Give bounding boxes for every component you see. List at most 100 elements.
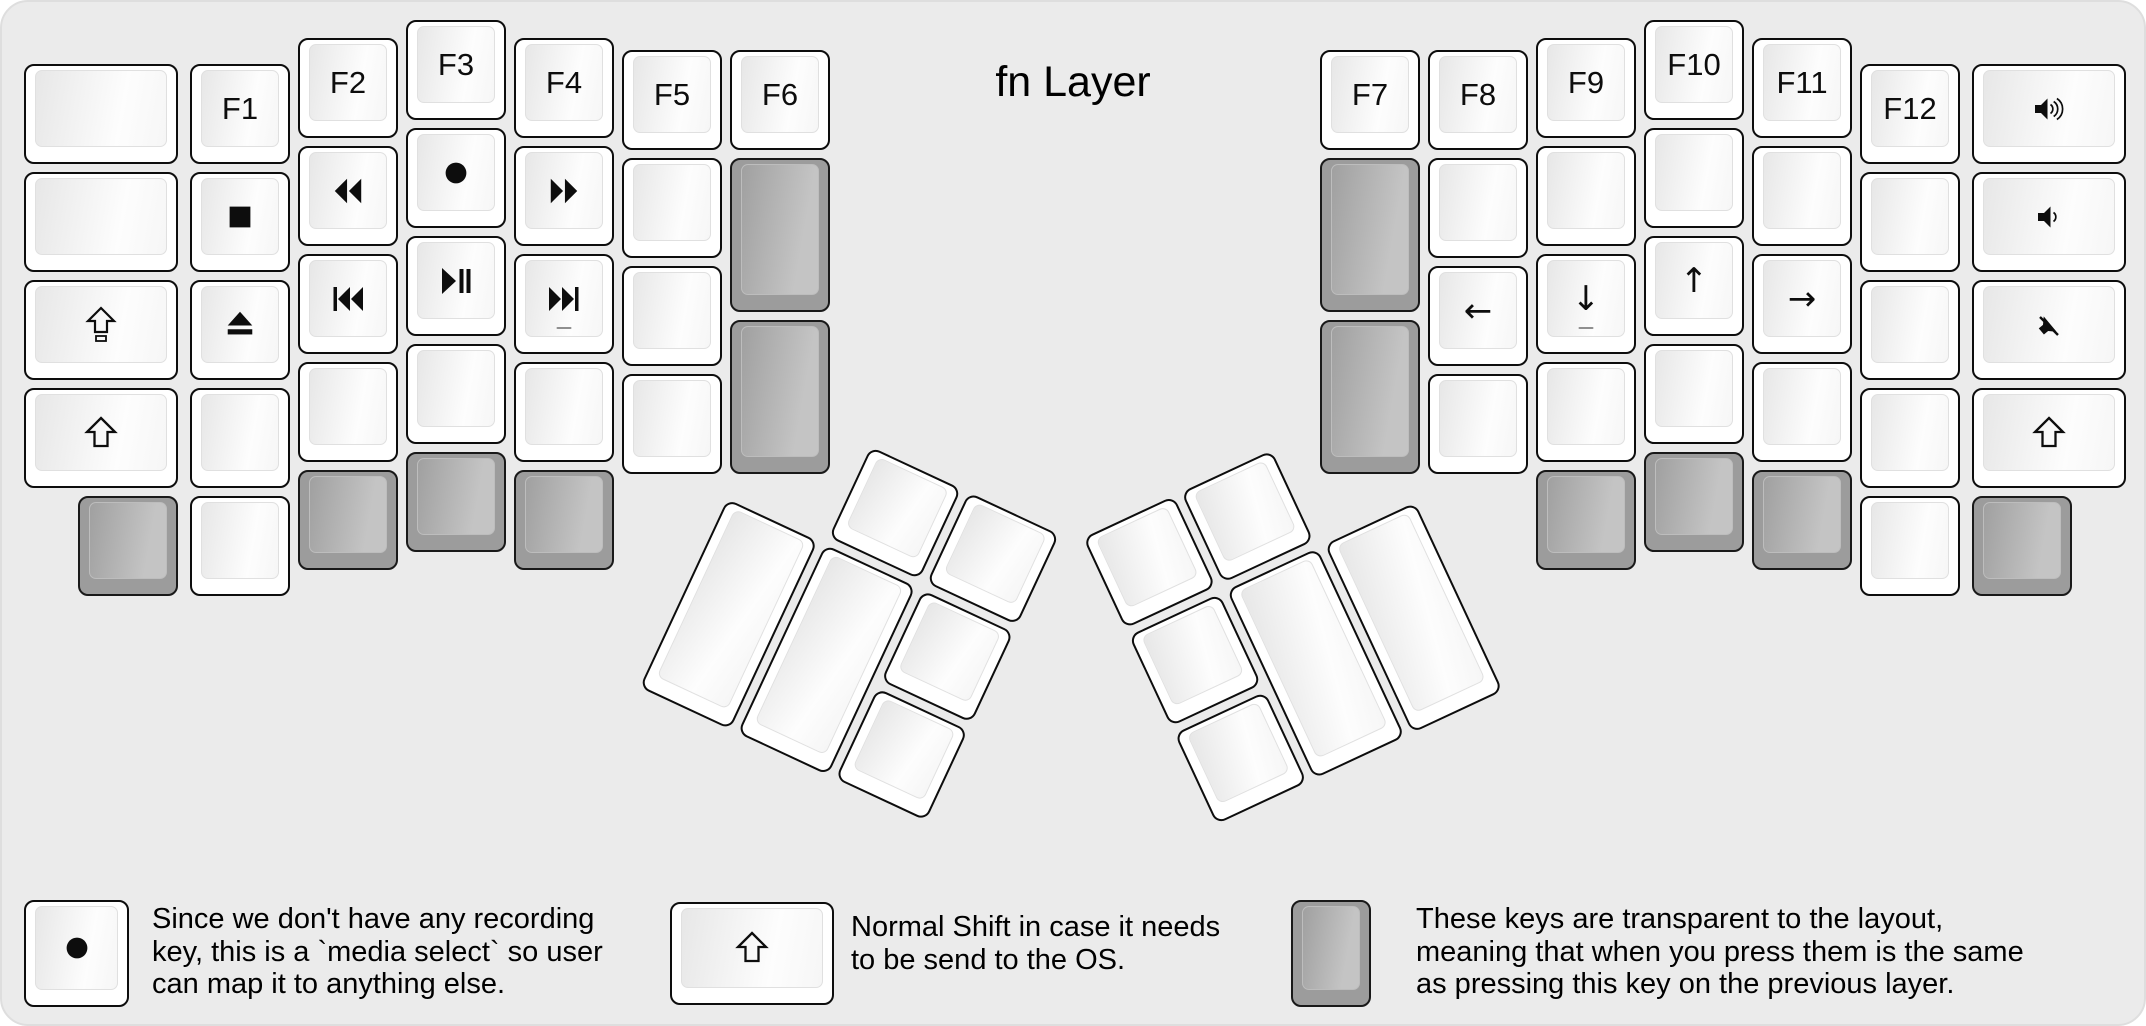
key-blank-l-r4c4[interactable] (514, 362, 614, 462)
keycap-surface (201, 178, 279, 255)
key-record[interactable] (406, 128, 506, 228)
legend-key-transparent[interactable] (1291, 900, 1371, 1007)
keycap-surface (201, 286, 279, 363)
key-transparent-r-bottom-2[interactable] (1752, 470, 1852, 570)
shift-icon (2031, 415, 2067, 451)
key-f6[interactable]: F6 (730, 50, 830, 150)
key-label: F2 (329, 64, 367, 100)
key-arrow-down[interactable]: ↓ (1536, 254, 1636, 354)
key-blank-r-r4c5[interactable] (1860, 388, 1960, 488)
key-arrow-left[interactable]: ← (1428, 266, 1528, 366)
key-blank-r-r2c2[interactable] (1536, 146, 1636, 246)
keycap-surface (1302, 906, 1360, 990)
legend-line: meaning that when you press them is the … (1416, 935, 2024, 968)
keycap-surface: F3 (417, 26, 495, 103)
key-f12[interactable]: F12 (1860, 64, 1960, 164)
keycap-surface (417, 134, 495, 211)
legend-key-shift[interactable] (670, 902, 834, 1005)
keycap-surface (741, 164, 819, 295)
keycap-surface (35, 906, 118, 990)
key-blank-r-r2c5[interactable] (1860, 172, 1960, 272)
key-shift-right[interactable] (1972, 388, 2126, 488)
key-prev-track[interactable] (298, 254, 398, 354)
key-blank-r-r4c3[interactable] (1644, 344, 1744, 444)
key-blank-l-r4c2[interactable] (298, 362, 398, 462)
key-transparent-r-bottom-1[interactable] (1644, 452, 1744, 552)
key-label: F3 (437, 46, 475, 82)
key-fast-forward[interactable] (514, 146, 614, 246)
key-volume-up[interactable] (1972, 64, 2126, 164)
rewind-icon (331, 174, 365, 208)
key-blank-r-r4c4[interactable] (1752, 362, 1852, 462)
keycap-surface: F7 (1331, 56, 1409, 133)
key-transparent-l-tall-1[interactable] (730, 158, 830, 312)
keycap-surface: F12 (1871, 70, 1949, 147)
key-label: F4 (545, 64, 583, 100)
key-blank-l-r4c1[interactable] (190, 388, 290, 488)
key-arrow-right[interactable]: → (1752, 254, 1852, 354)
key-f10[interactable]: F10 (1644, 20, 1744, 120)
key-transparent-l-tall-2[interactable] (730, 320, 830, 474)
key-transparent-r-tall-1[interactable] (1320, 158, 1420, 312)
key-f7[interactable]: F7 (1320, 50, 1420, 150)
legend-line: Since we don't have any recording (152, 903, 595, 935)
key-caps-shift[interactable] (24, 280, 178, 380)
key-f1[interactable]: F1 (190, 64, 290, 164)
key-blank-r-r2c3[interactable] (1644, 128, 1744, 228)
key-f3[interactable]: F3 (406, 20, 506, 120)
key-label: F10 (1667, 46, 1721, 82)
key-mute[interactable] (1972, 280, 2126, 380)
legend-transparent-text: These keys are transparent to the layout… (1416, 903, 2024, 1001)
key-f8[interactable]: F8 (1428, 50, 1528, 150)
keycap-surface: → (1763, 260, 1841, 337)
key-volume-down[interactable] (1972, 172, 2126, 272)
keycap-surface (525, 152, 603, 229)
key-transparent-l-bottom-2[interactable] (298, 470, 398, 570)
key-blank-l-r2c5[interactable] (622, 158, 722, 258)
key-blank-r-bottom-3[interactable] (1860, 496, 1960, 596)
key-rewind[interactable] (298, 146, 398, 246)
key-transparent-r-bottom-0[interactable] (1536, 470, 1636, 570)
key-f4[interactable]: F4 (514, 38, 614, 138)
keycap-surface (525, 476, 603, 553)
key-shift-left[interactable] (24, 388, 178, 488)
key-transparent-r-bottom-4[interactable] (1972, 496, 2072, 596)
keycap-surface (852, 698, 956, 801)
keycap-surface (525, 260, 603, 337)
key-blank-r-r2c4[interactable] (1752, 146, 1852, 246)
key-blank-l-bottom-1[interactable] (190, 496, 290, 596)
key-f9[interactable]: F9 (1536, 38, 1636, 138)
keycap-surface: ← (1439, 272, 1517, 349)
key-blank-l-r4c5[interactable] (622, 374, 722, 474)
key-transparent-l-bottom-0[interactable] (78, 496, 178, 596)
key-blank-r-r4c1[interactable] (1428, 374, 1528, 474)
legend-key-media-select[interactable] (24, 900, 129, 1007)
keycap-surface (1983, 502, 2061, 579)
legend-shift-text: Normal Shift in case it needs to be send… (851, 911, 1220, 976)
key-next-track[interactable] (514, 254, 614, 354)
keycap-surface (845, 456, 950, 560)
key-f5[interactable]: F5 (622, 50, 722, 150)
keycap-surface (309, 368, 387, 445)
shift-icon (734, 930, 770, 966)
key-transparent-r-tall-2[interactable] (1320, 320, 1420, 474)
stop-icon (223, 200, 257, 234)
key-stop[interactable] (190, 172, 290, 272)
key-blank-l-r2c0[interactable] (24, 172, 178, 272)
key-blank-r-r3c5[interactable] (1860, 280, 1960, 380)
key-blank-r-r2c1[interactable] (1428, 158, 1528, 258)
key-play-pause[interactable] (406, 236, 506, 336)
key-blank-l-r4c3[interactable] (406, 344, 506, 444)
key-eject[interactable] (190, 280, 290, 380)
key-f11[interactable]: F11 (1752, 38, 1852, 138)
key-blank-l-r1c0[interactable] (24, 64, 178, 164)
key-f2[interactable]: F2 (298, 38, 398, 138)
key-blank-l-r3c5[interactable] (622, 266, 722, 366)
key-blank-r-r4c2[interactable] (1536, 362, 1636, 462)
fast-forward-icon (547, 174, 581, 208)
legend-line: Normal Shift in case it needs (851, 911, 1221, 943)
legend-line: as pressing this key on the previous lay… (1416, 968, 1955, 1000)
key-transparent-l-bottom-3[interactable] (406, 452, 506, 552)
key-arrow-up[interactable]: ↑ (1644, 236, 1744, 336)
key-transparent-l-bottom-4[interactable] (514, 470, 614, 570)
